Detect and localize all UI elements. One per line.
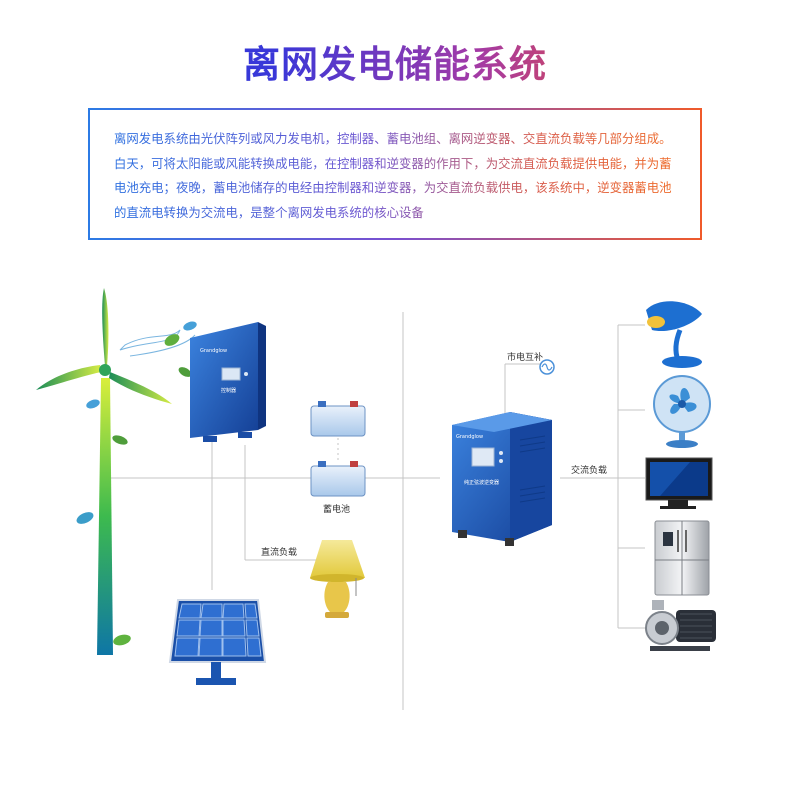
dc-load-label: 直流负载 bbox=[261, 546, 297, 558]
water-pump-icon bbox=[645, 600, 716, 651]
battery-label: 蓄电池 bbox=[323, 503, 350, 515]
wind-turbine-icon bbox=[36, 288, 197, 655]
inverter-brand-label: Grandglow bbox=[456, 434, 483, 440]
inverter-icon: Grandglow 纯正弦波逆变器 bbox=[452, 412, 552, 546]
battery-icon bbox=[310, 401, 366, 497]
description-box: 离网发电系统由光伏阵列或风力发电机，控制器、蓄电池组、离网逆变器、交直流负载等几… bbox=[88, 108, 702, 240]
controller-brand-label: Grandglow bbox=[200, 348, 227, 354]
connection-lines bbox=[105, 312, 645, 710]
grid-supplement-label: 市电互补 bbox=[507, 351, 543, 363]
tv-icon bbox=[645, 457, 713, 509]
solar-panel-icon bbox=[168, 599, 267, 685]
controller-panel-label: 控制器 bbox=[221, 387, 236, 394]
controller-icon: Grandglow 控制器 bbox=[190, 322, 266, 442]
desk-lamp-icon bbox=[646, 301, 702, 368]
ac-load-label: 交流负载 bbox=[571, 464, 607, 476]
refrigerator-icon bbox=[654, 520, 710, 596]
dc-lamp-icon bbox=[310, 540, 365, 618]
description-text: 离网发电系统由光伏阵列或风力发电机，控制器、蓄电池组、离网逆变器、交直流负载等几… bbox=[114, 127, 680, 225]
fan-icon bbox=[653, 375, 711, 448]
inverter-panel-label: 纯正弦波逆变器 bbox=[464, 479, 499, 486]
ac-wave-icon bbox=[539, 359, 555, 375]
page-title: 离网发电储能系统 bbox=[0, 34, 790, 88]
